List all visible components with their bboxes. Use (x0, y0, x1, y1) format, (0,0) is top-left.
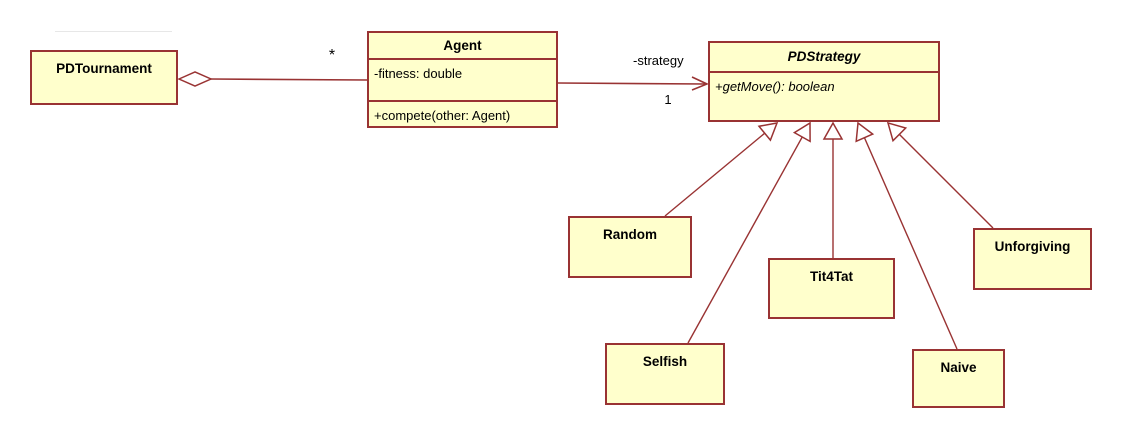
class-name: Unforgiving (994, 239, 1071, 254)
aggregation-connector (209, 78, 368, 81)
class-name: PDStrategy (787, 49, 861, 64)
class-box-agent[interactable]: Agent -fitness: double +compete(other: A… (367, 31, 558, 128)
class-name: Random (603, 227, 657, 242)
open-arrowhead-icon (691, 76, 710, 91)
generalization-line-unforgiving (887, 122, 994, 229)
class-name: PDTournament (56, 61, 152, 76)
class-name: Naive (940, 360, 977, 375)
class-box-pdstrategy[interactable]: PDStrategy +getMove(): boolean (708, 41, 940, 122)
class-box-selfish[interactable]: Selfish (605, 343, 725, 405)
generalization-line-random (664, 122, 778, 217)
class-box-tit4tat[interactable]: Tit4Tat (768, 258, 895, 319)
association-connector (557, 82, 707, 85)
association-multiplicity-label: 1 (664, 92, 672, 107)
generalization-triangle-naive-icon (855, 121, 875, 143)
aggregation-diamond-icon (177, 71, 213, 87)
generalization-triangle-tit4tat-icon (822, 121, 844, 140)
generalization-triangle-random-icon (757, 122, 779, 142)
aggregation-multiplicity-label: * (328, 47, 336, 64)
class-box-unforgiving[interactable]: Unforgiving (973, 228, 1092, 290)
class-attribute: -fitness: double (369, 58, 556, 100)
class-method: +compete(other: Agent) (369, 100, 556, 134)
class-box-pdtournament[interactable]: PDTournament (30, 50, 178, 105)
class-name: Agent (443, 38, 482, 53)
association-role-label: -strategy (633, 53, 684, 68)
generalization-triangle-unforgiving-icon (886, 121, 908, 143)
class-name: Selfish (642, 354, 688, 369)
faint-guide-line (55, 31, 172, 32)
class-name: Tit4Tat (809, 269, 853, 284)
class-method: +getMove(): boolean (710, 71, 938, 120)
generalization-triangle-selfish-icon (792, 121, 811, 143)
class-box-random[interactable]: Random (568, 216, 692, 278)
class-box-naive[interactable]: Naive (912, 349, 1005, 408)
